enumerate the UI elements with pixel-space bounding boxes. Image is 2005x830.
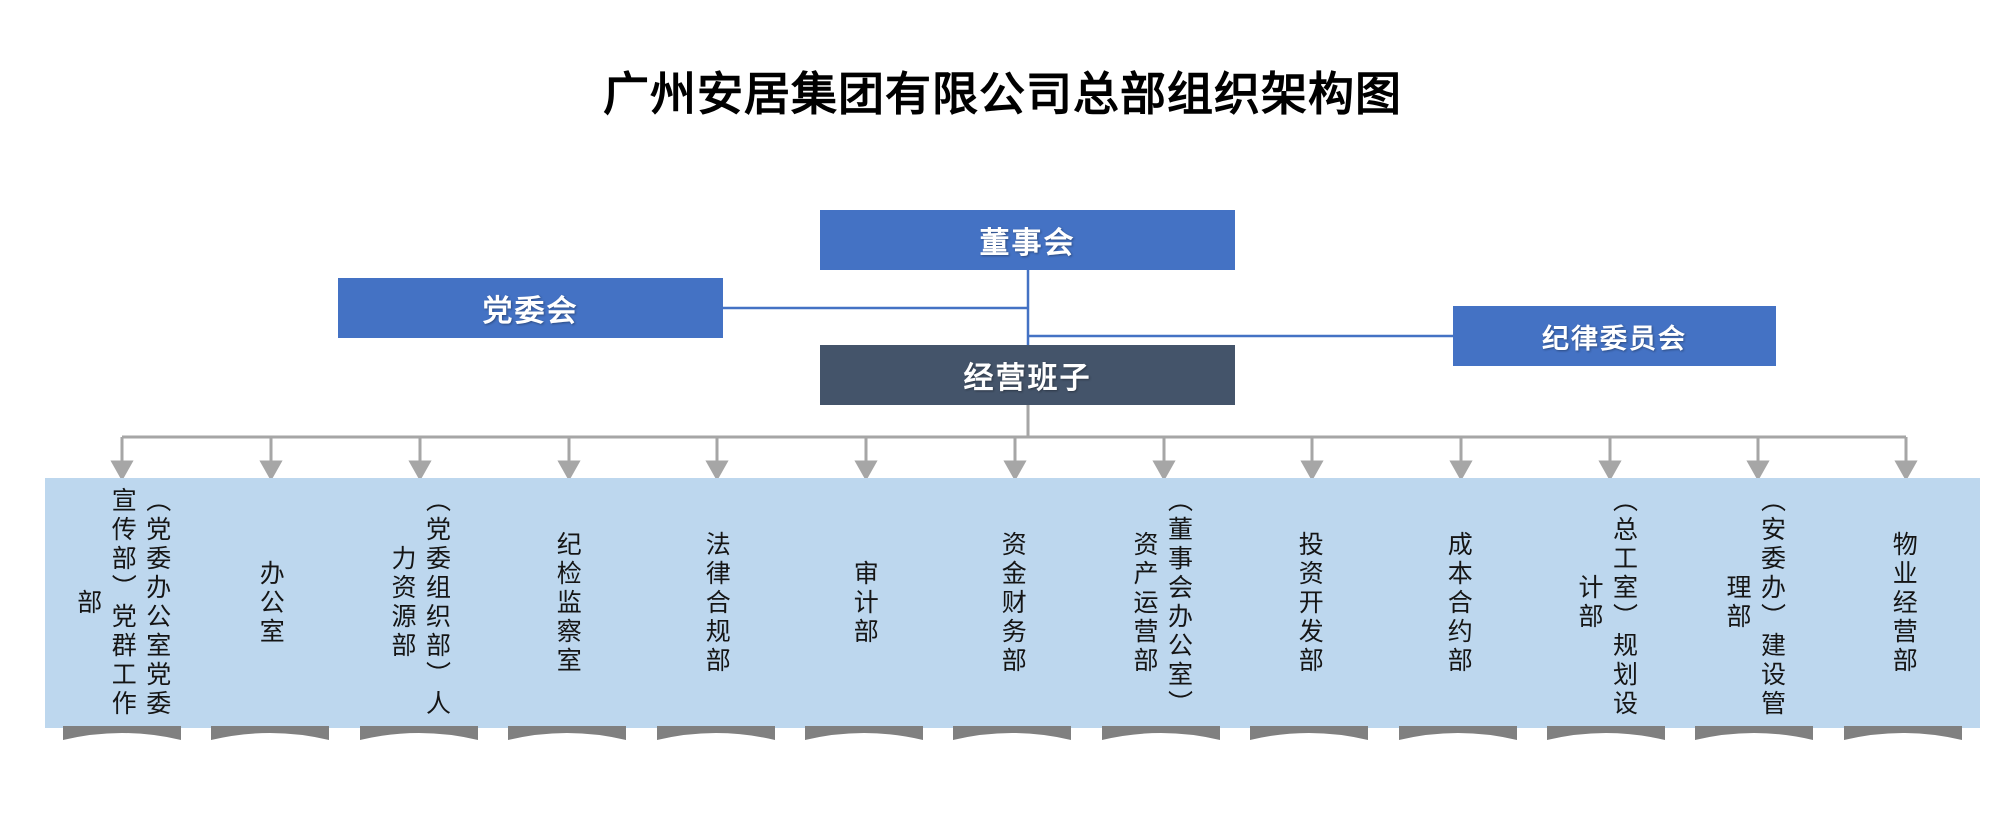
department-label: （党委组织部）人力资源部 [388, 487, 451, 719]
node-management-team[interactable]: 经营班子 [820, 345, 1235, 405]
department-node[interactable]: 物业经营部 [1826, 478, 1980, 778]
page-title: 广州安居集团有限公司总部组织架构图 [603, 68, 1402, 120]
department-node[interactable]: （党委办公室党委宣传部）党群工作部 [45, 478, 199, 778]
department-label: 资金财务部 [998, 530, 1027, 676]
node-discipline-committee[interactable]: 纪律委员会 [1453, 306, 1776, 366]
node-management-label: 经营班子 [963, 362, 1092, 395]
department-node[interactable]: 投资开发部 [1232, 478, 1386, 778]
department-node[interactable]: 成本合约部 [1381, 478, 1535, 778]
department-box[interactable]: （党委办公室党委宣传部）党群工作部 [45, 478, 199, 728]
department-box[interactable]: 资金财务部 [935, 478, 1089, 728]
node-party-committee[interactable]: 党委会 [338, 278, 723, 338]
department-shadow [1695, 726, 1813, 748]
department-row: （党委办公室党委宣传部）党群工作部 办公室 （党委组织部）人力资源部 纪检监察室 法律合… [0, 478, 2005, 778]
department-shadow [1547, 726, 1665, 748]
department-label: （总工室）规划设计部 [1575, 487, 1638, 719]
department-label: 成本合约部 [1444, 530, 1473, 676]
department-node[interactable]: 办公室 [193, 478, 347, 778]
department-box[interactable]: 物业经营部 [1826, 478, 1980, 728]
node-board-of-directors[interactable]: 董事会 [820, 210, 1235, 270]
department-node[interactable]: （党委组织部）人力资源部 [342, 478, 496, 778]
department-label: （董事会办公室）资产运营部 [1130, 487, 1193, 719]
department-shadow [360, 726, 478, 748]
department-shadow [211, 726, 329, 748]
department-shadow [953, 726, 1071, 748]
node-discipline-label: 纪律委员会 [1542, 323, 1687, 354]
department-shadow [1844, 726, 1962, 748]
department-node[interactable]: 纪检监察室 [490, 478, 644, 778]
department-box[interactable]: 纪检监察室 [490, 478, 644, 728]
department-label: 办公室 [256, 559, 285, 647]
department-label: 物业经营部 [1889, 530, 1918, 676]
department-shadow [657, 726, 775, 748]
department-box[interactable]: 投资开发部 [1232, 478, 1386, 728]
department-label: （安委办）建设管理部 [1723, 487, 1786, 719]
department-node[interactable]: 资金财务部 [935, 478, 1089, 778]
department-box[interactable]: 法律合规部 [639, 478, 793, 728]
department-box[interactable]: （董事会办公室）资产运营部 [1084, 478, 1238, 728]
department-label: 审计部 [850, 559, 879, 647]
department-box[interactable]: 办公室 [193, 478, 347, 728]
department-box[interactable]: 成本合约部 [1381, 478, 1535, 728]
node-party-label: 党委会 [482, 295, 579, 328]
department-shadow [63, 726, 181, 748]
department-node[interactable]: 法律合规部 [639, 478, 793, 778]
department-box[interactable]: （总工室）规划设计部 [1529, 478, 1683, 728]
department-box[interactable]: （安委办）建设管理部 [1677, 478, 1831, 728]
department-shadow [508, 726, 626, 748]
department-node[interactable]: 审计部 [787, 478, 941, 778]
department-node[interactable]: （董事会办公室）资产运营部 [1084, 478, 1238, 778]
department-box[interactable]: 审计部 [787, 478, 941, 728]
department-shadow [805, 726, 923, 748]
department-label: 法律合规部 [702, 530, 731, 676]
department-label: （党委办公室党委宣传部）党群工作部 [73, 487, 171, 719]
department-shadow [1250, 726, 1368, 748]
department-node[interactable]: （总工室）规划设计部 [1529, 478, 1683, 778]
department-arrows [110, 437, 1918, 482]
department-node[interactable]: （安委办）建设管理部 [1677, 478, 1831, 778]
department-label: 投资开发部 [1295, 530, 1324, 676]
department-box[interactable]: （党委组织部）人力资源部 [342, 478, 496, 728]
department-shadow [1399, 726, 1517, 748]
department-label: 纪检监察室 [553, 530, 582, 676]
node-board-label: 董事会 [979, 227, 1076, 260]
department-shadow [1102, 726, 1220, 748]
